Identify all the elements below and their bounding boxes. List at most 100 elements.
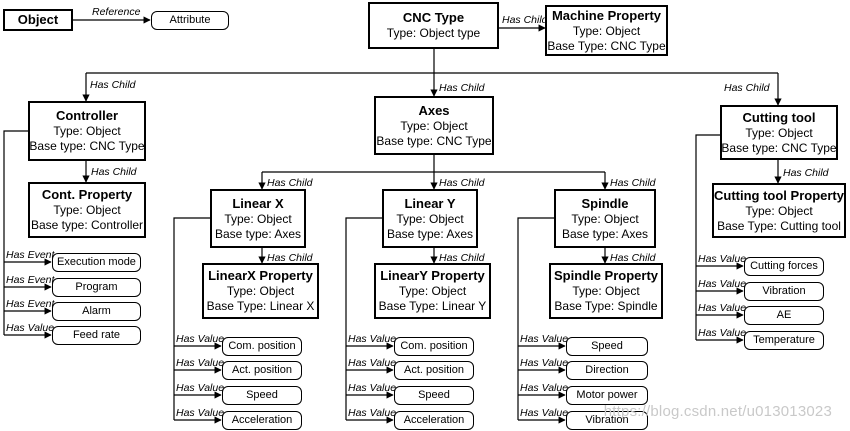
attr-relation-label: Has Value xyxy=(176,333,225,345)
relation-label-linearx-property: Has Child xyxy=(267,252,313,264)
node-line: Base type: CNC Type xyxy=(376,133,492,148)
node-linear-x: Linear X Type: Object Base type: Axes xyxy=(210,189,306,248)
node-line: Type: Object xyxy=(572,23,641,38)
node-line: Base type: Controller xyxy=(30,218,144,232)
legend-attribute-box: Attribute xyxy=(151,11,229,30)
attribute-box: AE xyxy=(744,306,824,325)
attribute-box: Acceleration xyxy=(222,411,302,430)
attribute-box: Speed xyxy=(394,386,474,405)
relation-label-spindle-property: Has Child xyxy=(610,252,656,264)
relation-label-controller: Has Child xyxy=(90,79,136,91)
attribute-box: Act. position xyxy=(222,361,302,380)
attribute-box: Act. position xyxy=(394,361,474,380)
node-machine-property: Machine Property Type: Object Base Type:… xyxy=(545,5,668,56)
node-title: LinearX Property xyxy=(208,268,313,283)
node-lineary-property: LinearY Property Type: Object Base Type:… xyxy=(374,263,491,319)
node-spindle-property: Spindle Property Type: Object Base Type:… xyxy=(549,263,663,319)
attr-relation-label: Has Value xyxy=(176,407,225,419)
attribute-box: Feed rate xyxy=(52,326,141,345)
node-line: Type: Object xyxy=(400,118,468,133)
node-cont-property: Cont. Property Type: Object Base type: C… xyxy=(28,182,146,238)
attr-relation-label: Has Value xyxy=(698,278,747,290)
attribute-box: Vibration xyxy=(744,282,824,301)
node-title: Linear X xyxy=(232,195,284,211)
attribute-box: Direction xyxy=(566,361,648,380)
attr-relation-label: Has Value xyxy=(348,333,397,345)
relation-label-linear-x: Has Child xyxy=(267,177,313,189)
node-title: Cont. Property xyxy=(41,187,133,202)
node-line: Base type: Axes xyxy=(561,226,649,241)
relation-label-axes: Has Child xyxy=(439,82,485,94)
node-title: Axes xyxy=(418,102,450,118)
attr-relation-label: Has Value xyxy=(698,327,747,339)
attr-relation-label: Has Event xyxy=(6,274,55,286)
attr-relation-label: Has Value xyxy=(520,357,569,369)
node-line: Base Type: Linear X xyxy=(206,299,315,313)
relation-label-cont-property: Has Child xyxy=(91,166,137,178)
node-title: CNC Type xyxy=(402,10,465,25)
node-cnc-type: CNC Type Type: Object type xyxy=(368,2,499,49)
node-line: Type: Object type xyxy=(386,26,481,40)
watermark: https://blog.csdn.net/u013013023 xyxy=(603,403,832,420)
node-title: Linear Y xyxy=(404,195,456,211)
attribute-box: Acceleration xyxy=(394,411,474,430)
node-line: Base Type: Linear Y xyxy=(378,299,487,313)
attr-relation-label: Has Value xyxy=(698,253,747,265)
attribute-box: Program xyxy=(52,278,141,297)
node-cutting-tool-property: Cutting tool Property Type: Object Base … xyxy=(712,183,846,238)
node-title: Spindle xyxy=(581,195,629,211)
node-line: Type: Object xyxy=(53,124,121,138)
legend-reference-label: Reference xyxy=(92,6,141,18)
relation-label-machine: Has Child xyxy=(502,14,548,26)
attr-relation-label: Has Value xyxy=(348,357,397,369)
node-controller: Controller Type: Object Base type: CNC T… xyxy=(28,101,146,161)
attribute-box: Cutting forces xyxy=(744,257,824,276)
node-line: Type: Object xyxy=(572,284,640,298)
node-spindle: Spindle Type: Object Base type: Axes xyxy=(554,189,656,248)
relation-label-cutting-tool-property: Has Child xyxy=(783,167,829,179)
node-title: Cutting tool Property xyxy=(714,187,844,203)
node-line: Base type: Axes xyxy=(214,226,302,241)
node-line: Type: Object xyxy=(396,211,464,226)
attr-relation-label: Has Value xyxy=(176,357,225,369)
attribute-box: Vibration xyxy=(566,411,648,430)
node-linearx-property: LinearX Property Type: Object Base Type:… xyxy=(202,263,319,319)
relation-label-cutting-tool: Has Child xyxy=(724,82,770,94)
attribute-box: Execution mode xyxy=(52,253,141,272)
attr-relation-label: Has Event xyxy=(6,298,55,310)
node-linear-y: Linear Y Type: Object Base type: Axes xyxy=(382,189,478,248)
attr-relation-label: Has Value xyxy=(520,407,569,419)
node-line: Type: Object xyxy=(571,211,639,226)
attribute-box: Alarm xyxy=(52,302,141,321)
node-line: Base Type: Spindle xyxy=(554,299,658,313)
legend-object-box: Object xyxy=(3,9,73,31)
relation-label-spindle: Has Child xyxy=(610,177,656,189)
node-line: Base type: CNC Type xyxy=(721,140,837,155)
node-line: Base Type: Cutting tool xyxy=(717,218,841,233)
node-line: Base type: Axes xyxy=(386,226,474,241)
node-axes: Axes Type: Object Base type: CNC Type xyxy=(374,96,494,155)
attr-relation-label: Has Value xyxy=(348,382,397,394)
node-line: Type: Object xyxy=(224,211,292,226)
node-line: Type: Object xyxy=(745,203,813,218)
node-title: Cutting tool xyxy=(742,109,816,125)
node-title: Controller xyxy=(55,108,119,123)
node-line: Type: Object xyxy=(745,125,813,140)
relation-label-linear-y: Has Child xyxy=(439,177,485,189)
node-line: Type: Object xyxy=(226,284,295,298)
node-title: LinearY Property xyxy=(380,268,485,283)
attr-relation-label: Has Value xyxy=(520,333,569,345)
attr-relation-label: Has Event xyxy=(6,249,55,261)
node-cutting-tool: Cutting tool Type: Object Base type: CNC… xyxy=(720,105,838,160)
attribute-box: Com. position xyxy=(394,337,474,356)
attribute-box: Speed xyxy=(222,386,302,405)
attribute-box: Temperature xyxy=(744,331,824,350)
attr-relation-label: Has Value xyxy=(176,382,225,394)
attr-relation-label: Has Value xyxy=(698,302,747,314)
attribute-box: Motor power xyxy=(566,386,648,405)
node-line: Base Type: CNC Type xyxy=(547,38,666,53)
attr-relation-label: Has Value xyxy=(348,407,397,419)
node-line: Type: Object xyxy=(398,284,467,298)
attr-relation-label: Has Value xyxy=(520,382,569,394)
attr-relation-label: Has Value xyxy=(6,322,55,334)
